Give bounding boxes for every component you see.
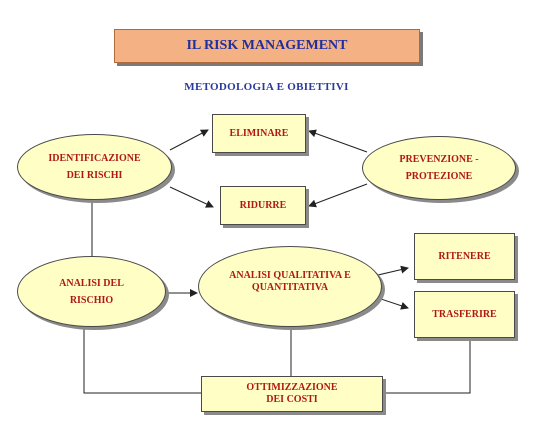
arrow-qualitativa-to-ritenere [377, 265, 409, 276]
page-title-text: IL RISK MANAGEMENT [186, 38, 348, 53]
node-prevenzione-protezione: PREVENZIONE - PROTEZIONE [362, 136, 516, 200]
page-title: IL RISK MANAGEMENT [114, 29, 420, 63]
node-identificazione-rischi: IDENTIFICAZIONE DEI RISCHI [17, 134, 172, 200]
node-ridurre: RIDURRE [220, 186, 306, 225]
arrow-prevenzione-to-eliminare [308, 129, 368, 153]
line-analisi-to-ottimizzazione [83, 326, 201, 394]
line-trasferire-to-ottimizzazione [383, 340, 471, 394]
node-analisi-rischio: ANALISI DEL RISCHIO [17, 256, 166, 327]
arrow-qualitativa-to-trasferire [377, 297, 409, 310]
arrow-prevenzione-to-ridurre [308, 183, 368, 208]
node-trasferire: TRASFERIRE [414, 291, 515, 338]
node-eliminare: ELIMINARE [212, 114, 306, 153]
node-analisi-qualitativa-quantitativa: ANALISI QUALITATIVA E QUANTITATIVA [198, 246, 382, 327]
arrow-identificazione-to-ridurre [169, 186, 214, 208]
node-ritenere: RITENERE [414, 233, 515, 280]
page-subtitle: METODOLOGIA E OBIETTIVI [184, 81, 349, 93]
arrow-identificazione-to-eliminare [169, 129, 209, 151]
node-ottimizzazione-costi: OTTIMIZZAZIONE DEI COSTI [201, 376, 383, 412]
